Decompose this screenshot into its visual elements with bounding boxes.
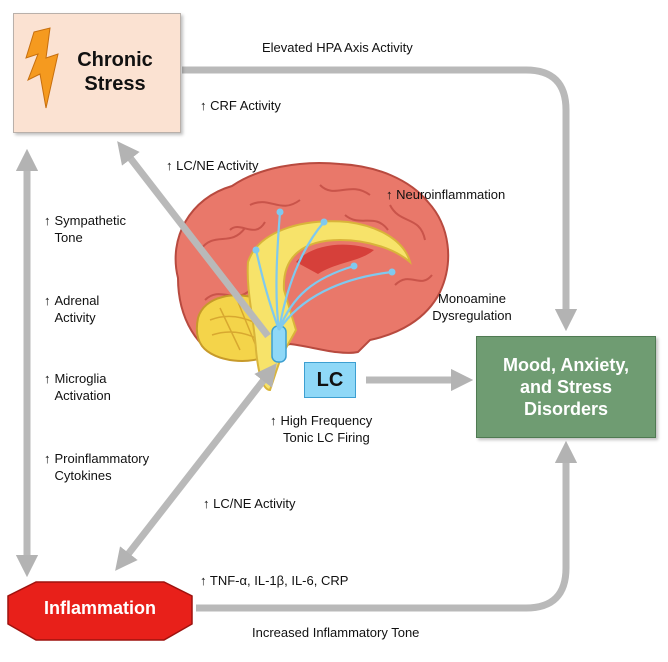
annotation-lcne-lower: ↑ LC/NE Activity	[203, 495, 295, 512]
annotation-crf-text: CRF Activity	[210, 98, 281, 113]
connector-arrows	[15, 66, 578, 612]
lightning-overlay	[25, 27, 59, 109]
arrow-lc-to-stress	[117, 141, 271, 339]
left-list-item-label: Microglia Activation	[54, 371, 111, 403]
left-list-item: ↑ Adrenal Activity	[44, 292, 99, 326]
inflammation-label: Inflammation	[43, 598, 156, 618]
annotation-neuroinflammation-text: Neuroinflammation	[396, 187, 506, 202]
arrow-stress-to-mood	[182, 66, 578, 332]
annotation-high-frequency-text: High Frequency Tonic LC Firing	[280, 413, 373, 445]
left-list-item-label: Sympathetic Tone	[54, 213, 127, 245]
left-list-item: ↑ Microglia Activation	[44, 370, 111, 404]
mood-disorders-label: Mood, Anxiety, and Stress Disorders	[503, 355, 629, 419]
lc-box: LC	[304, 362, 356, 398]
annotation-lcne-upper-text: LC/NE Activity	[176, 158, 259, 173]
left-list-item-label: Proinflammatory Cytokines	[54, 451, 150, 483]
projection-terminals	[252, 208, 396, 276]
cerebellum-lines	[209, 301, 269, 351]
left-list-item: ↑ Proinflammatory Cytokines	[44, 450, 149, 484]
up-arrow-icon: ↑	[203, 496, 210, 511]
up-arrow-icon: ↑	[44, 371, 51, 386]
arrow-inflammation-to-mood	[196, 440, 578, 612]
up-arrow-icon: ↑	[44, 451, 51, 466]
left-list-item: ↑ Sympathetic Tone	[44, 212, 126, 246]
annotation-monoamine: Monoamine Dysregulation	[432, 291, 512, 323]
annotation-lcne-lower-text: LC/NE Activity	[213, 496, 296, 511]
up-arrow-icon: ↑	[44, 293, 51, 308]
lc-projections	[254, 211, 393, 331]
up-arrow-icon: ↑	[200, 573, 207, 588]
annotation-high-frequency: ↑ High Frequency Tonic LC Firing	[270, 412, 372, 446]
up-arrow-icon: ↑	[386, 187, 393, 202]
label-elevated-hpa: Elevated HPA Axis Activity	[262, 40, 413, 55]
chronic-stress-label: Chronic Stress	[77, 49, 153, 95]
up-arrow-icon: ↑	[270, 413, 277, 428]
annotation-lcne-upper: ↑ LC/NE Activity	[166, 157, 258, 174]
up-arrow-icon: ↑	[166, 158, 173, 173]
arrow-inflammation-lc	[115, 363, 277, 571]
left-list-item-label: Adrenal Activity	[54, 293, 100, 325]
label-increased-inflammatory: Increased Inflammatory Tone	[252, 625, 420, 640]
inflammation-octagon	[7, 581, 193, 641]
up-arrow-icon: ↑	[44, 213, 51, 228]
brain-ventricle	[296, 244, 374, 274]
annotation-cytokines: ↑ TNF-α, IL-1β, IL-6, CRP	[200, 572, 348, 589]
annotation-crf: ↑ CRF Activity	[200, 97, 281, 114]
annotation-neuroinflammation: ↑ Neuroinflammation	[386, 186, 505, 203]
lightning-icon	[25, 27, 59, 109]
annotation-cytokines-text: TNF-α, IL-1β, IL-6, CRP	[209, 573, 349, 588]
brainstem-lc	[271, 325, 287, 363]
mood-disorders-box: Mood, Anxiety, and Stress Disorders	[476, 336, 656, 438]
up-arrow-icon: ↑	[200, 98, 207, 113]
